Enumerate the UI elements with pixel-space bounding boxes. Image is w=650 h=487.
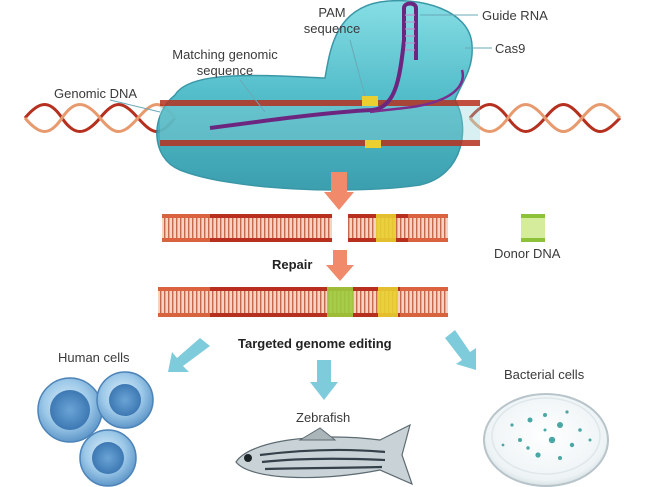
pam-sequence-label: PAM sequence — [303, 5, 361, 36]
human-cells-illustration — [37, 371, 154, 487]
cut-dna — [162, 214, 448, 242]
zebrafish-label: Zebrafish — [296, 410, 351, 425]
bacterial-cells-label: Bacterial cells — [504, 367, 585, 382]
dna-helix-right — [468, 103, 622, 133]
genomic-dna-strand-bottom — [160, 140, 480, 146]
arrow-to-human-cells — [168, 338, 210, 372]
donor-dna-fragment — [521, 214, 545, 242]
leader-lines — [109, 14, 492, 113]
guide-rna-label: Guide RNA — [482, 8, 548, 23]
bacterial-dish-illustration — [483, 393, 609, 487]
dna-helix-left — [23, 103, 177, 133]
pam-sequence-mark-bottom — [365, 140, 381, 148]
genomic-dna-label: Genomic DNA — [54, 86, 138, 101]
targeted-genome-editing-label: Targeted genome editing — [238, 336, 392, 351]
guide-rna-strand — [209, 1, 418, 130]
donor-dna-label: Donor DNA — [494, 246, 561, 261]
cas9-label: Cas9 — [495, 41, 526, 56]
arrow-to-bacterial-cells — [445, 330, 476, 370]
guide-rna-stem-rungs — [405, 14, 415, 51]
repaired-dna — [158, 287, 448, 317]
repair-label: Repair — [272, 257, 313, 272]
arrow-to-zebrafish — [310, 360, 338, 400]
matching-genomic-sequence-label: Matching genomic sequence — [172, 47, 278, 78]
genomic-dna-strand-top — [160, 100, 480, 106]
down-arrow-cut — [324, 172, 354, 210]
down-arrow-repair — [326, 250, 354, 281]
pam-sequence-mark — [362, 96, 378, 106]
human-cells-label: Human cells — [58, 350, 130, 365]
zebrafish-illustration — [235, 423, 414, 486]
